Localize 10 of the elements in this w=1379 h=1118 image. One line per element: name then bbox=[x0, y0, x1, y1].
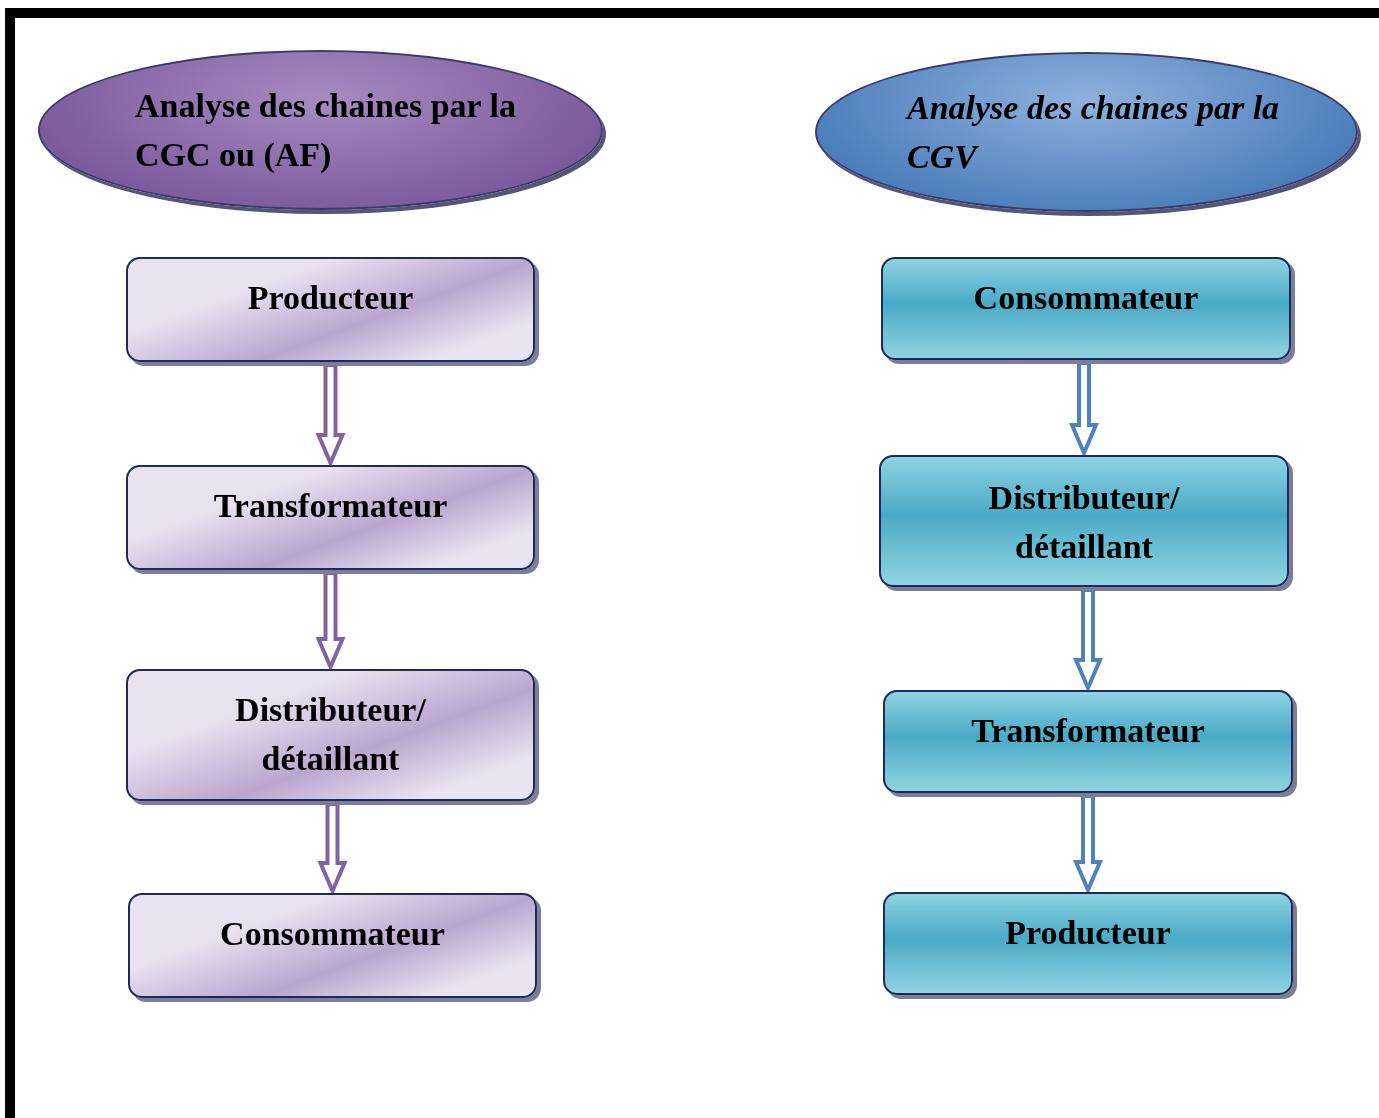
node-label: Transformateur bbox=[212, 486, 449, 526]
node-label: Transformateur bbox=[970, 711, 1206, 751]
node-label: Distributeur/ détaillant bbox=[987, 478, 1181, 568]
node-label: Analyse des chaines par la CGC ou (AF) bbox=[135, 85, 517, 175]
node-label: Producteur bbox=[1004, 913, 1172, 953]
node-label: Analyse des chaines par la CGV bbox=[907, 87, 1281, 177]
node-label: Distributeur/ détaillant bbox=[234, 690, 427, 780]
node-label: Consommateur bbox=[219, 914, 446, 954]
node-label: Consommateur bbox=[972, 278, 1200, 318]
node-label: Producteur bbox=[246, 278, 415, 318]
